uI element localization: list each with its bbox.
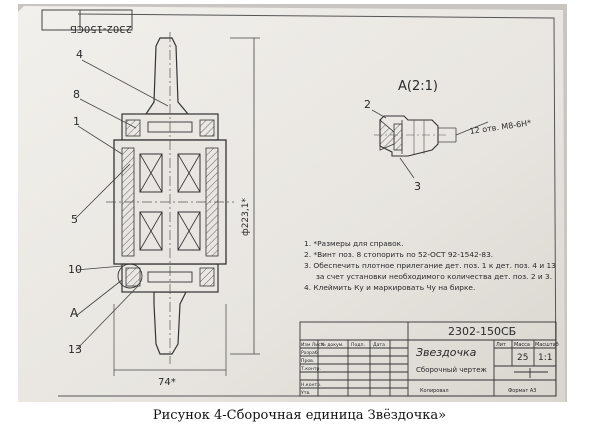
rotated-stamp-box bbox=[41, 9, 133, 31]
callout-3: 3 bbox=[414, 180, 421, 193]
col-mass: Масса bbox=[514, 342, 530, 348]
drawing-number: 2302-150СБ bbox=[448, 325, 516, 338]
hdr-izm: Изм Лист bbox=[301, 342, 324, 348]
rotated-stamp-text: 2302-150СБ bbox=[70, 23, 132, 34]
hdr-podp: Подп. bbox=[351, 342, 365, 348]
row-tkontr: Т.контр. bbox=[300, 366, 321, 372]
row-prov: Пров. bbox=[301, 358, 314, 364]
mass-value: 25 bbox=[517, 353, 528, 363]
width-label: 74* bbox=[158, 377, 176, 388]
note-1: 1. *Размеры для справок. bbox=[304, 239, 403, 248]
detail-view-label: A(2:1) bbox=[398, 79, 438, 94]
title-block bbox=[299, 321, 557, 397]
sprocket-assembly bbox=[106, 32, 234, 364]
callout-4: 4 bbox=[76, 48, 83, 61]
paper-sheet bbox=[18, 6, 565, 402]
callout-A: A bbox=[70, 306, 79, 320]
note-3-cont: за счет установки необходимого количеств… bbox=[316, 272, 552, 281]
row-razrab: Разраб. bbox=[301, 350, 319, 356]
assembly-drawing: 2302-150СБ bbox=[18, 6, 565, 402]
callout-8: 8 bbox=[73, 88, 80, 101]
row-utv: Утв. bbox=[301, 390, 311, 396]
col-scale: Масштаб bbox=[535, 342, 559, 348]
doc-type: Сборочный чертеж bbox=[416, 366, 487, 374]
width-dimension: 74* bbox=[113, 304, 227, 388]
note-2: 2. *Винт поз. 8 стопорить по 52-ОСТ 92-1… bbox=[304, 250, 493, 259]
col-lit: Лит bbox=[496, 342, 506, 348]
callout-2: 2 bbox=[364, 98, 371, 111]
diameter-dimension: ф223,1* bbox=[230, 37, 260, 355]
scale-value: 1:1 bbox=[538, 353, 552, 363]
diameter-label: ф223,1* bbox=[241, 198, 251, 236]
part-name: Звездочка bbox=[416, 346, 477, 359]
callout-1: 1 bbox=[73, 115, 80, 128]
drawing-photo: 2302-150СБ bbox=[18, 4, 567, 402]
callout-5: 5 bbox=[71, 213, 78, 226]
title-block-text: 2302-150СБ Звездочка Сборочный чертеж Ли… bbox=[300, 325, 559, 396]
row-nkontr: Н.контр. bbox=[301, 382, 322, 388]
detail-view-a: A(2:1) 12 отв. М8-6Н* bbox=[371, 79, 532, 179]
callout-13: 13 bbox=[68, 343, 82, 356]
callout-leaders bbox=[75, 59, 169, 351]
format-label: Формат А3 bbox=[508, 388, 536, 394]
figure-caption: Рисунок 4-Сборочная единица Звёздочка» bbox=[152, 408, 447, 423]
technical-notes: 1. *Размеры для справок. 2. *Винт поз. 8… bbox=[304, 239, 556, 292]
copied-label: Копировал bbox=[420, 388, 449, 394]
note-3: 3. Обеспечить плотное прилегание дет. по… bbox=[304, 261, 556, 270]
callout-10: 10 bbox=[68, 263, 82, 276]
hdr-data: Дата bbox=[373, 342, 385, 348]
hdr-ndoc: № докум. bbox=[321, 342, 344, 348]
note-4: 4. Клеймить Ку и маркировать Чу на бирке… bbox=[304, 283, 475, 292]
